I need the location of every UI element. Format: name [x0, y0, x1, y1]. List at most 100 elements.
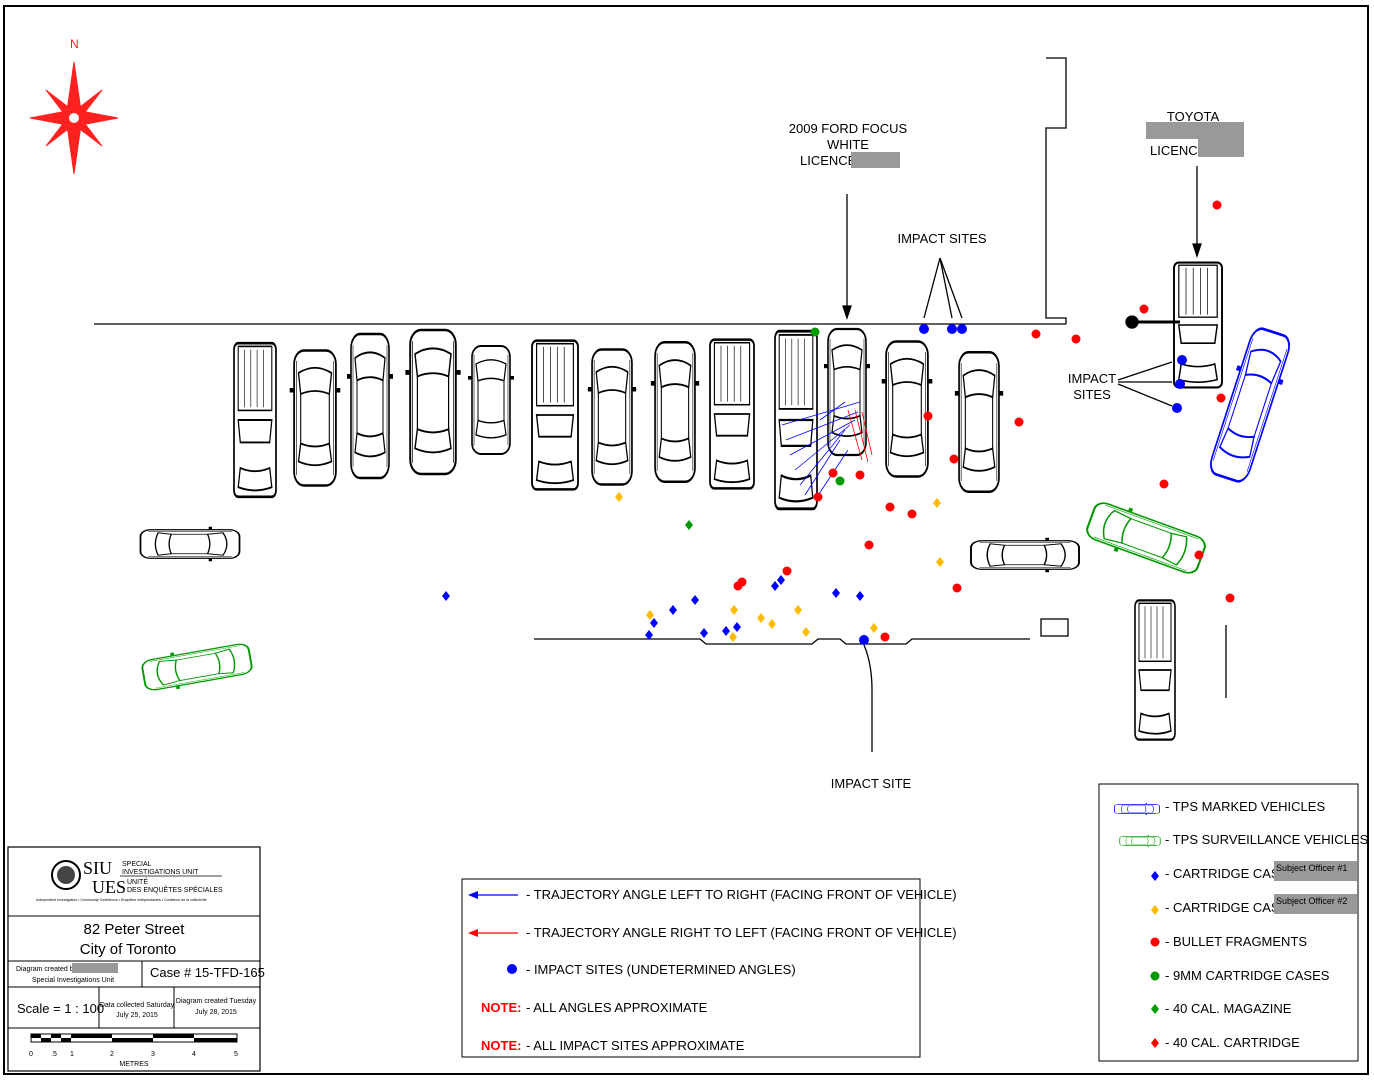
- legend-tag-so1: Subject Officer #1: [1276, 863, 1347, 873]
- evidence-diamond-marker: [856, 591, 864, 601]
- evidence-diamond-marker: [615, 492, 623, 502]
- evidence-dot-marker: [855, 470, 865, 480]
- title-block: SIU UES SPECIAL INVESTIGATIONS UNIT UNIT…: [7, 846, 265, 1072]
- legend-note-label-2: NOTE:: [481, 1038, 521, 1053]
- diagram-created-1: Diagram created Tuesday: [176, 998, 257, 1005]
- legend-trajectory-right-left: - TRAJECTORY ANGLE RIGHT TO LEFT (FACING…: [526, 925, 957, 940]
- tps-surveillance-vehicle: [139, 495, 1210, 696]
- drawing-border: [3, 5, 1369, 1075]
- scene-annotations: 2009 FORD FOCUS WHITE LICENCE: TOYOTA LI…: [789, 109, 1244, 791]
- scale-tick-5: 5: [234, 1051, 238, 1058]
- evidence-diamond-marker: [685, 520, 693, 530]
- evidence-diamond-marker: [733, 622, 741, 632]
- evidence-diamond-marker: [691, 595, 699, 605]
- evidence-diamond-marker: [730, 605, 738, 615]
- scale-tick-3: 3: [151, 1051, 155, 1058]
- evidence-dot-marker: [813, 492, 823, 502]
- evidence-diamond-marker: [669, 605, 677, 615]
- evidence-dot-marker: [957, 324, 967, 334]
- evidence-diamond-marker: [729, 632, 737, 642]
- evidence-diamond-marker: [722, 626, 730, 636]
- evidence-dot-marker: [1175, 379, 1185, 389]
- legend-note-angles: - ALL ANGLES APPROXIMATE: [526, 1000, 708, 1015]
- evidence-diamond-marker: [757, 613, 765, 623]
- north-label: N: [70, 37, 79, 51]
- evidence-dot-marker: [1014, 417, 1024, 427]
- ford-focus-label: 2009 FORD FOCUS: [789, 121, 908, 136]
- evidence-diamond-marker: [802, 627, 810, 637]
- legend-trajectory-left-right: - TRAJECTORY ANGLE LEFT TO RIGHT (FACING…: [526, 887, 957, 902]
- evidence-dot-marker: [907, 509, 917, 519]
- address-line-1: 82 Peter Street: [84, 921, 186, 938]
- legend-40cal-cartridge: - 40 CAL. CARTRIDGE: [1165, 1035, 1300, 1050]
- legend-9mm-cases: - 9MM CARTRIDGE CASES: [1165, 968, 1330, 983]
- trajectory-legend: - TRAJECTORY ANGLE LEFT TO RIGHT (FACING…: [461, 878, 957, 1058]
- legend-note-label: NOTE:: [481, 1000, 521, 1015]
- evidence-diamond-marker: [645, 630, 653, 640]
- evidence-diamond-marker: [646, 610, 654, 620]
- scale-tick-1: 1: [70, 1051, 74, 1058]
- logo-en-2: INVESTIGATIONS UNIT: [122, 869, 199, 876]
- evidence-legend: - TPS MARKED VEHICLES - TPS SURVEILLANCE…: [1098, 783, 1369, 1062]
- evidence-dot-marker: [949, 454, 959, 464]
- evidence-dot-marker: [1172, 403, 1182, 413]
- legend-tps-marked: - TPS MARKED VEHICLES: [1165, 799, 1325, 814]
- redaction-box: [851, 152, 900, 168]
- siu-seal-icon: [51, 860, 81, 890]
- evidence-diamond-marker: [870, 623, 878, 633]
- redaction-box: [1198, 139, 1244, 157]
- evidence-dot-marker: [864, 540, 874, 550]
- legend-40cal-magazine: - 40 CAL. MAGAZINE: [1165, 1001, 1292, 1016]
- evidence-diamond-marker: [771, 581, 779, 591]
- diagram-created-by: Diagram created by: [16, 966, 78, 973]
- scale-tick-2: 2: [110, 1051, 114, 1058]
- evidence-dot-marker: [952, 583, 962, 593]
- building-outline: [94, 57, 1227, 698]
- evidence-diamond-marker: [700, 628, 708, 638]
- evidence-dot-marker: [1139, 304, 1149, 314]
- evidence-diamond-marker: [650, 618, 658, 628]
- scale-unit: METRES: [119, 1061, 149, 1068]
- scale-bar: [30, 1033, 238, 1043]
- north-compass-icon: [29, 61, 119, 175]
- trajectory-lines: [781, 401, 873, 501]
- evidence-dot-marker: [1225, 593, 1235, 603]
- evidence-diamond-marker: [832, 588, 840, 598]
- scale-tick-0: 0: [29, 1051, 33, 1058]
- legend-cartridge-so2: - CARTRIDGE CASE -: [1165, 900, 1296, 915]
- toyota-label: TOYOTA: [1167, 109, 1220, 124]
- evidence-dot-marker: [1194, 550, 1204, 560]
- parked-vehicles: [139, 261, 1224, 741]
- pointer-arrows: [842, 166, 1202, 752]
- evidence-dot-marker: [835, 476, 845, 486]
- legend-tag-so2: Subject Officer #2: [1276, 896, 1347, 906]
- legend-tps-surveillance: - TPS SURVEILLANCE VEHICLES: [1165, 832, 1369, 847]
- legend-impact-sites: - IMPACT SITES (UNDETERMINED ANGLES): [526, 962, 796, 977]
- evidence-dot-marker: [885, 502, 895, 512]
- logo-fr-1: UNITÉ: [127, 877, 148, 886]
- redaction-box: [72, 963, 118, 973]
- evidence-diamond-marker: [442, 591, 450, 601]
- evidence-markers: [442, 200, 1235, 645]
- evidence-dot-marker: [810, 327, 820, 337]
- logo-en-1: SPECIAL: [122, 861, 152, 868]
- evidence-dot-marker: [1031, 329, 1041, 339]
- evidence-diamond-marker: [768, 619, 776, 629]
- impact-sites-right-label: IMPACT: [1068, 371, 1116, 386]
- evidence-dot-marker: [828, 468, 838, 478]
- evidence-dot-marker: [880, 632, 890, 642]
- evidence-dot-marker: [733, 581, 743, 591]
- impact-site-bottom-label: IMPACT SITE: [831, 776, 912, 791]
- ford-focus-color: WHITE: [827, 137, 869, 152]
- evidence-dot-marker: [1177, 355, 1187, 365]
- evidence-dot-marker: [1216, 393, 1226, 403]
- evidence-dot-marker: [859, 635, 869, 645]
- logo-ues: UES: [92, 877, 126, 897]
- toyota-licence: LICENCE:: [1150, 143, 1210, 158]
- impact-sites-right-label-2: SITES: [1073, 387, 1111, 402]
- ford-focus-licence: LICENCE:: [800, 153, 860, 168]
- case-number: Case # 15-TFD-165: [150, 965, 265, 980]
- evidence-dot-marker: [1212, 200, 1222, 210]
- evidence-dot-marker: [782, 566, 792, 576]
